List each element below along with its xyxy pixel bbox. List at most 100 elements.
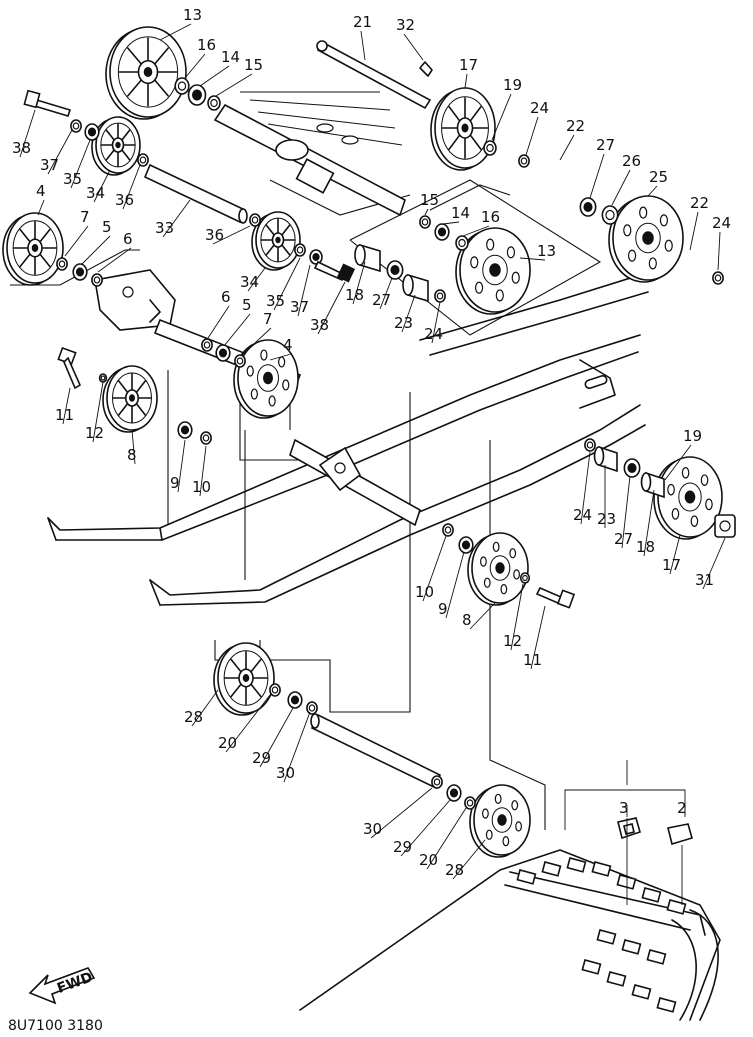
leader-37 xyxy=(297,264,311,317)
collar-16-mid xyxy=(455,235,469,251)
leader-7 xyxy=(241,327,272,356)
callout-34: 34 xyxy=(86,184,105,202)
callout-28: 28 xyxy=(445,861,464,879)
callout-5: 5 xyxy=(102,218,112,236)
callout-18: 18 xyxy=(636,538,655,556)
callout-21: 21 xyxy=(353,13,372,31)
spacer-24-c xyxy=(434,289,446,303)
leader-32 xyxy=(403,33,424,61)
collar-16-upper xyxy=(174,77,190,95)
track-window-2 xyxy=(621,939,642,955)
callout-17: 17 xyxy=(459,56,478,74)
drive-track xyxy=(299,849,721,1021)
collar-7-b xyxy=(234,354,246,368)
wheel-17-upper xyxy=(430,87,496,171)
lug-2 xyxy=(541,861,562,877)
callout-24: 24 xyxy=(712,214,731,232)
callout-13: 13 xyxy=(537,242,556,260)
callout-9: 9 xyxy=(438,600,448,618)
callout-38: 38 xyxy=(310,316,329,334)
callout-34: 34 xyxy=(240,273,259,291)
washer-12-b xyxy=(519,572,531,584)
leader-22 xyxy=(559,134,575,161)
leader-10 xyxy=(199,445,207,497)
leader-11 xyxy=(62,387,71,425)
leader-20 xyxy=(225,694,271,753)
spacer-24-d xyxy=(584,438,596,452)
leader-6 xyxy=(97,247,132,273)
leader-14 xyxy=(199,65,230,87)
callout-22: 22 xyxy=(690,194,709,212)
collar-18-b xyxy=(640,471,665,499)
leader-27 xyxy=(589,153,605,199)
leader-24 xyxy=(580,451,591,525)
callout-10: 10 xyxy=(415,583,434,601)
track-clip-3 xyxy=(617,817,641,840)
leader-9 xyxy=(445,551,465,619)
callout-14: 14 xyxy=(451,204,470,222)
callout-7: 7 xyxy=(80,208,90,226)
spacer-26 xyxy=(601,205,619,225)
washer-20-b xyxy=(464,796,476,810)
callout-6: 6 xyxy=(221,288,231,306)
leader-31 xyxy=(702,537,726,590)
leader-24 xyxy=(717,231,721,271)
callout-37: 37 xyxy=(40,156,59,174)
lug-4 xyxy=(591,861,612,877)
leader-8 xyxy=(469,602,496,630)
bearing-9-b xyxy=(458,536,474,554)
wheel-13-upper xyxy=(105,26,187,120)
callout-15: 15 xyxy=(244,56,263,74)
leader-26 xyxy=(611,169,631,206)
leader-36 xyxy=(212,225,251,245)
callout-33: 33 xyxy=(155,219,174,237)
leader-29 xyxy=(400,799,451,857)
leader-25 xyxy=(647,185,658,197)
washer-37-upper xyxy=(70,119,82,133)
washer-15-upper xyxy=(207,95,221,111)
leader-14 xyxy=(442,221,460,225)
callout-4: 4 xyxy=(36,182,46,200)
leader-7 xyxy=(64,225,89,257)
leader-13 xyxy=(159,23,192,41)
leader-33 xyxy=(162,199,191,238)
callout-19: 19 xyxy=(683,427,702,445)
leader-21 xyxy=(360,30,366,61)
callout-27: 27 xyxy=(614,530,633,548)
drawing-code: 8U7100 3180 xyxy=(8,1018,103,1034)
bolt-11-left xyxy=(57,346,82,390)
bearing-29-a xyxy=(287,691,303,709)
bearing-35-mid xyxy=(309,249,323,265)
leader-30 xyxy=(370,787,433,839)
callout-6: 6 xyxy=(123,230,133,248)
leader-6 xyxy=(207,305,230,339)
leader-23 xyxy=(401,294,416,333)
bearing-9-a xyxy=(177,421,193,439)
leader-18 xyxy=(352,261,366,305)
callout-29: 29 xyxy=(393,838,412,856)
leader-38 xyxy=(317,281,346,335)
callout-16: 16 xyxy=(481,208,500,226)
leader-5 xyxy=(81,235,111,265)
wheel-17-right xyxy=(653,456,723,540)
collar-19-upper xyxy=(483,140,497,156)
track-clip-leaders xyxy=(564,760,686,905)
leader-13 xyxy=(519,257,546,261)
callout-22: 22 xyxy=(566,117,585,135)
track-window-7 xyxy=(656,997,677,1013)
collar-10-b xyxy=(442,523,454,537)
leader-22 xyxy=(689,211,699,251)
rear-lower-axle xyxy=(310,713,441,790)
leader-16 xyxy=(184,53,206,79)
right-slide-rail xyxy=(149,404,646,606)
callout-26: 26 xyxy=(622,152,641,170)
leader-20 xyxy=(426,807,467,870)
shaft-21 xyxy=(316,40,432,110)
washer-20-a xyxy=(269,683,281,697)
leader-17 xyxy=(669,534,681,575)
leader-28 xyxy=(191,689,219,727)
collar-30-a xyxy=(306,701,318,715)
leader-28 xyxy=(452,839,486,880)
callout-10: 10 xyxy=(192,478,211,496)
